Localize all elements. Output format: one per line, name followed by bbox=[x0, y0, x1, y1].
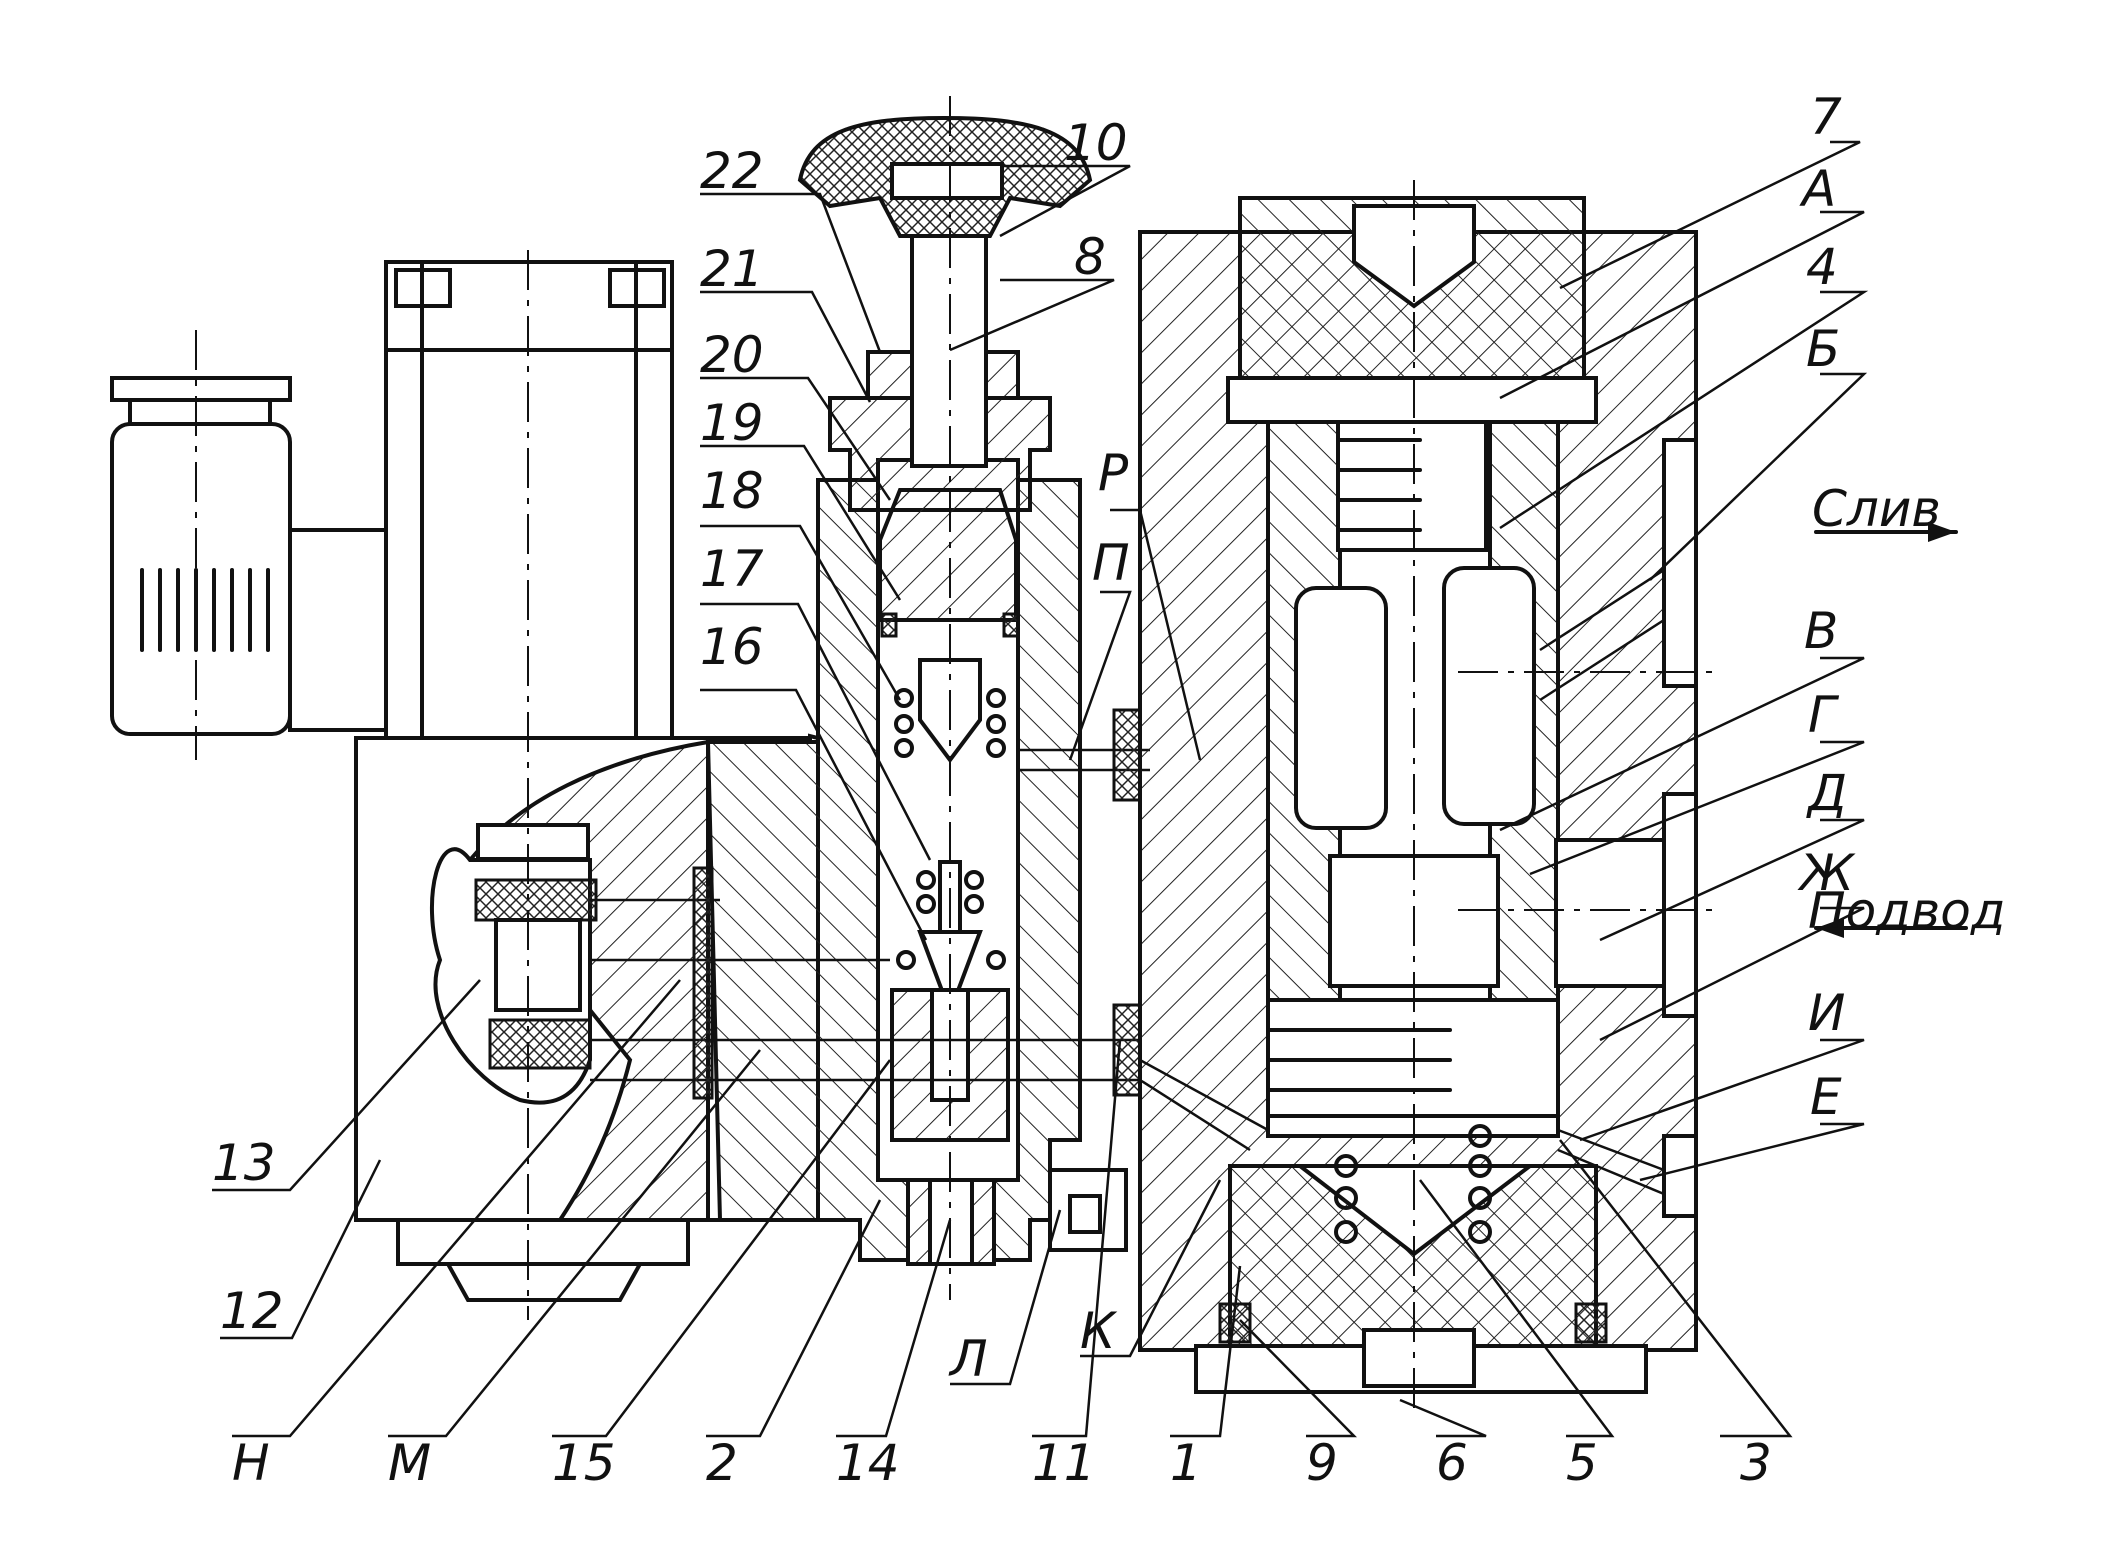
connector-body bbox=[110, 422, 292, 736]
label-M: М bbox=[388, 1434, 431, 1492]
cover-flange bbox=[1226, 376, 1598, 424]
part-labels: 10 8 22 21 20 19 18 17 16 Р П 7 А 4 Б Сл… bbox=[212, 88, 2005, 1492]
label-19: 19 bbox=[700, 394, 764, 452]
label-8: 8 bbox=[1074, 228, 1106, 286]
label-10: 10 bbox=[1064, 114, 1128, 172]
label-7: 7 bbox=[1810, 88, 1842, 146]
armature-core bbox=[494, 918, 582, 1012]
armature-top bbox=[476, 823, 590, 861]
main-valve-assembly bbox=[1138, 180, 1716, 1410]
drain-arrow bbox=[1814, 522, 1958, 542]
label-21: 21 bbox=[700, 240, 764, 298]
label-15: 15 bbox=[552, 1434, 616, 1492]
label-22: 22 bbox=[700, 142, 764, 200]
label-11: 11 bbox=[1032, 1434, 1096, 1492]
label-9: 9 bbox=[1306, 1434, 1338, 1492]
label-supply: Подвод bbox=[1808, 882, 2005, 940]
armature-coil bbox=[488, 1018, 592, 1070]
pilot-spring-upper bbox=[894, 688, 1006, 758]
solenoid-assembly bbox=[110, 250, 820, 1320]
label-Zh: Ж bbox=[1797, 844, 1856, 902]
label-N: Н bbox=[232, 1434, 270, 1492]
label-R: Р bbox=[1098, 444, 1129, 502]
label-13: 13 bbox=[212, 1134, 276, 1192]
bottom-seal-right bbox=[1574, 1302, 1608, 1344]
spool-land-right bbox=[1442, 566, 1536, 826]
label-A: А bbox=[1799, 160, 1836, 218]
label-16: 16 bbox=[700, 618, 764, 676]
label-12: 12 bbox=[220, 1282, 284, 1340]
label-5: 5 bbox=[1566, 1434, 1598, 1492]
connector-socket bbox=[288, 528, 388, 732]
lower-spring-lines bbox=[1268, 1028, 1452, 1092]
supply-channel bbox=[1554, 838, 1666, 988]
label-V: В bbox=[1804, 602, 1838, 660]
armature-spring bbox=[474, 878, 598, 922]
label-K: К bbox=[1080, 1302, 1118, 1360]
pilot-piston bbox=[878, 488, 1018, 622]
small-port-flange bbox=[1662, 1134, 1698, 1218]
bottom-bolt bbox=[1362, 1328, 1476, 1388]
label-17: 17 bbox=[700, 540, 764, 598]
supply-arrow bbox=[1814, 918, 1968, 938]
label-I: И bbox=[1808, 984, 1845, 1042]
label-6: 6 bbox=[1436, 1434, 1468, 1492]
o-ring bbox=[1002, 612, 1020, 638]
pilot-spring-lower bbox=[896, 870, 1006, 970]
label-4: 4 bbox=[1806, 238, 1838, 296]
label-3: 3 bbox=[1740, 1434, 1772, 1492]
spool-land-left bbox=[1294, 586, 1388, 830]
label-drain: Слив bbox=[1812, 480, 1941, 538]
pilot-valve-assembly bbox=[705, 96, 1150, 1300]
lower-spring bbox=[1334, 1124, 1492, 1244]
label-2: 2 bbox=[706, 1434, 738, 1492]
leader-lines bbox=[212, 140, 1869, 1438]
label-14: 14 bbox=[836, 1434, 900, 1492]
knob-nut bbox=[890, 162, 1004, 200]
label-P: П bbox=[1092, 534, 1130, 592]
label-20: 20 bbox=[700, 326, 764, 384]
label-18: 18 bbox=[700, 462, 764, 520]
main-spring-top bbox=[1338, 438, 1422, 532]
label-E: Е bbox=[1810, 1068, 1842, 1126]
port-seal bbox=[1112, 708, 1142, 802]
solenoid-gasket bbox=[692, 866, 714, 1100]
label-1: 1 bbox=[1170, 1434, 1202, 1492]
label-D: Д bbox=[1806, 764, 1847, 822]
label-B: Б bbox=[1806, 320, 1840, 378]
label-L: Л bbox=[948, 1330, 988, 1388]
connector-cap bbox=[128, 398, 272, 426]
label-G: Г bbox=[1808, 686, 1840, 744]
o-ring bbox=[880, 612, 898, 638]
solenoid-nut bbox=[444, 1262, 644, 1302]
solenoid-base bbox=[396, 1218, 690, 1266]
connector-cap-top bbox=[110, 376, 292, 402]
